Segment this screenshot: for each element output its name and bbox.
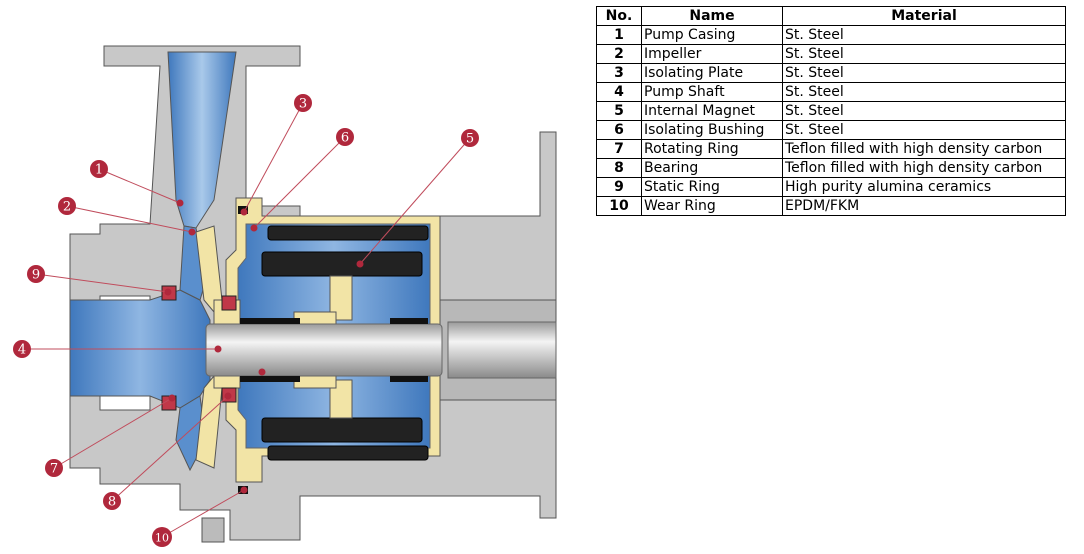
drain-bolt [201,517,225,543]
header-material: Material [782,6,1066,26]
cell-no: 2 [596,44,642,64]
callout-2-label: 2 [63,200,71,215]
table-row: 9 Static Ring High purity alumina cerami… [596,177,1066,197]
table-row: 1 Pump Casing St. Steel [596,25,1066,45]
callout-3-label: 3 [299,97,307,112]
cell-name: Pump Casing [641,25,783,45]
cell-material: St. Steel [782,63,1066,83]
callout-8-label: 8 [108,495,116,510]
table-row: 4 Pump Shaft St. Steel [596,82,1066,102]
callout-6-label: 6 [341,131,349,146]
cell-material: St. Steel [782,25,1066,45]
callout-7: 7 [45,459,63,477]
cell-name: Internal Magnet [641,101,783,121]
pump-shaft [205,323,443,377]
cell-material: St. Steel [782,82,1066,102]
cell-name: Isolating Plate [641,63,783,83]
table-row: 2 Impeller St. Steel [596,44,1066,64]
cell-no: 1 [596,25,642,45]
callout-2: 2 [58,197,76,215]
cell-material: EPDM/FKM [782,196,1066,216]
internal-magnet [261,225,429,461]
table-row: 3 Isolating Plate St. Steel [596,63,1066,83]
leader-lines [22,102,471,538]
cell-name: Wear Ring [641,196,783,216]
cell-no: 10 [596,196,642,216]
cell-material: Teflon filled with high density carbon [782,139,1066,159]
table-row: 8 Bearing Teflon filled with high densit… [596,158,1066,178]
cell-name: Static Ring [641,177,783,197]
callout-9-label: 9 [32,268,40,283]
table-row: 7 Rotating Ring Teflon filled with high … [596,139,1066,159]
callout-5-label: 5 [466,132,474,147]
callout-1: 1 [90,160,108,178]
cell-no: 4 [596,82,642,102]
callout-6: 6 [336,128,354,146]
bearings [240,318,428,382]
cell-no: 6 [596,120,642,140]
table-row: 6 Isolating Bushing St. Steel [596,120,1066,140]
cell-no: 8 [596,158,642,178]
callout-10-label: 10 [155,532,169,545]
cell-material: St. Steel [782,44,1066,64]
cell-no: 7 [596,139,642,159]
cell-name: Pump Shaft [641,82,783,102]
cell-material: High purity alumina ceramics [782,177,1066,197]
motor-shaft [447,321,557,379]
callout-10: 10 [152,527,172,547]
callout-8: 8 [103,492,121,510]
callout-9: 9 [27,265,45,283]
callout-4-label: 4 [18,343,26,358]
parts-material-table: No. Name Material 1 Pump Casing St. Stee… [596,6,1066,216]
callout-3: 3 [294,94,312,112]
table-header-row: No. Name Material [596,6,1066,26]
callout-7-label: 7 [50,462,58,477]
table-row: 10 Wear Ring EPDM/FKM [596,196,1066,216]
callout-1-label: 1 [95,163,103,178]
cell-name: Bearing [641,158,783,178]
cell-name: Rotating Ring [641,139,783,159]
cell-no: 9 [596,177,642,197]
cell-material: St. Steel [782,101,1066,121]
cell-name: Isolating Bushing [641,120,783,140]
cell-no: 3 [596,63,642,83]
cell-name: Impeller [641,44,783,64]
cell-material: Teflon filled with high density carbon [782,158,1066,178]
rotor-hub [293,275,353,419]
header-no: No. [596,6,642,26]
marker-dots [164,199,364,494]
cell-no: 5 [596,101,642,121]
header-name: Name [641,6,783,26]
cell-material: St. Steel [782,120,1066,140]
pump-cross-section-diagram: 1 2 3 4 5 6 7 8 9 10 [13,45,557,547]
table-row: 5 Internal Magnet St. Steel [596,101,1066,121]
callout-5: 5 [461,129,479,147]
callout-4: 4 [13,340,31,358]
impeller-lower [195,375,223,469]
